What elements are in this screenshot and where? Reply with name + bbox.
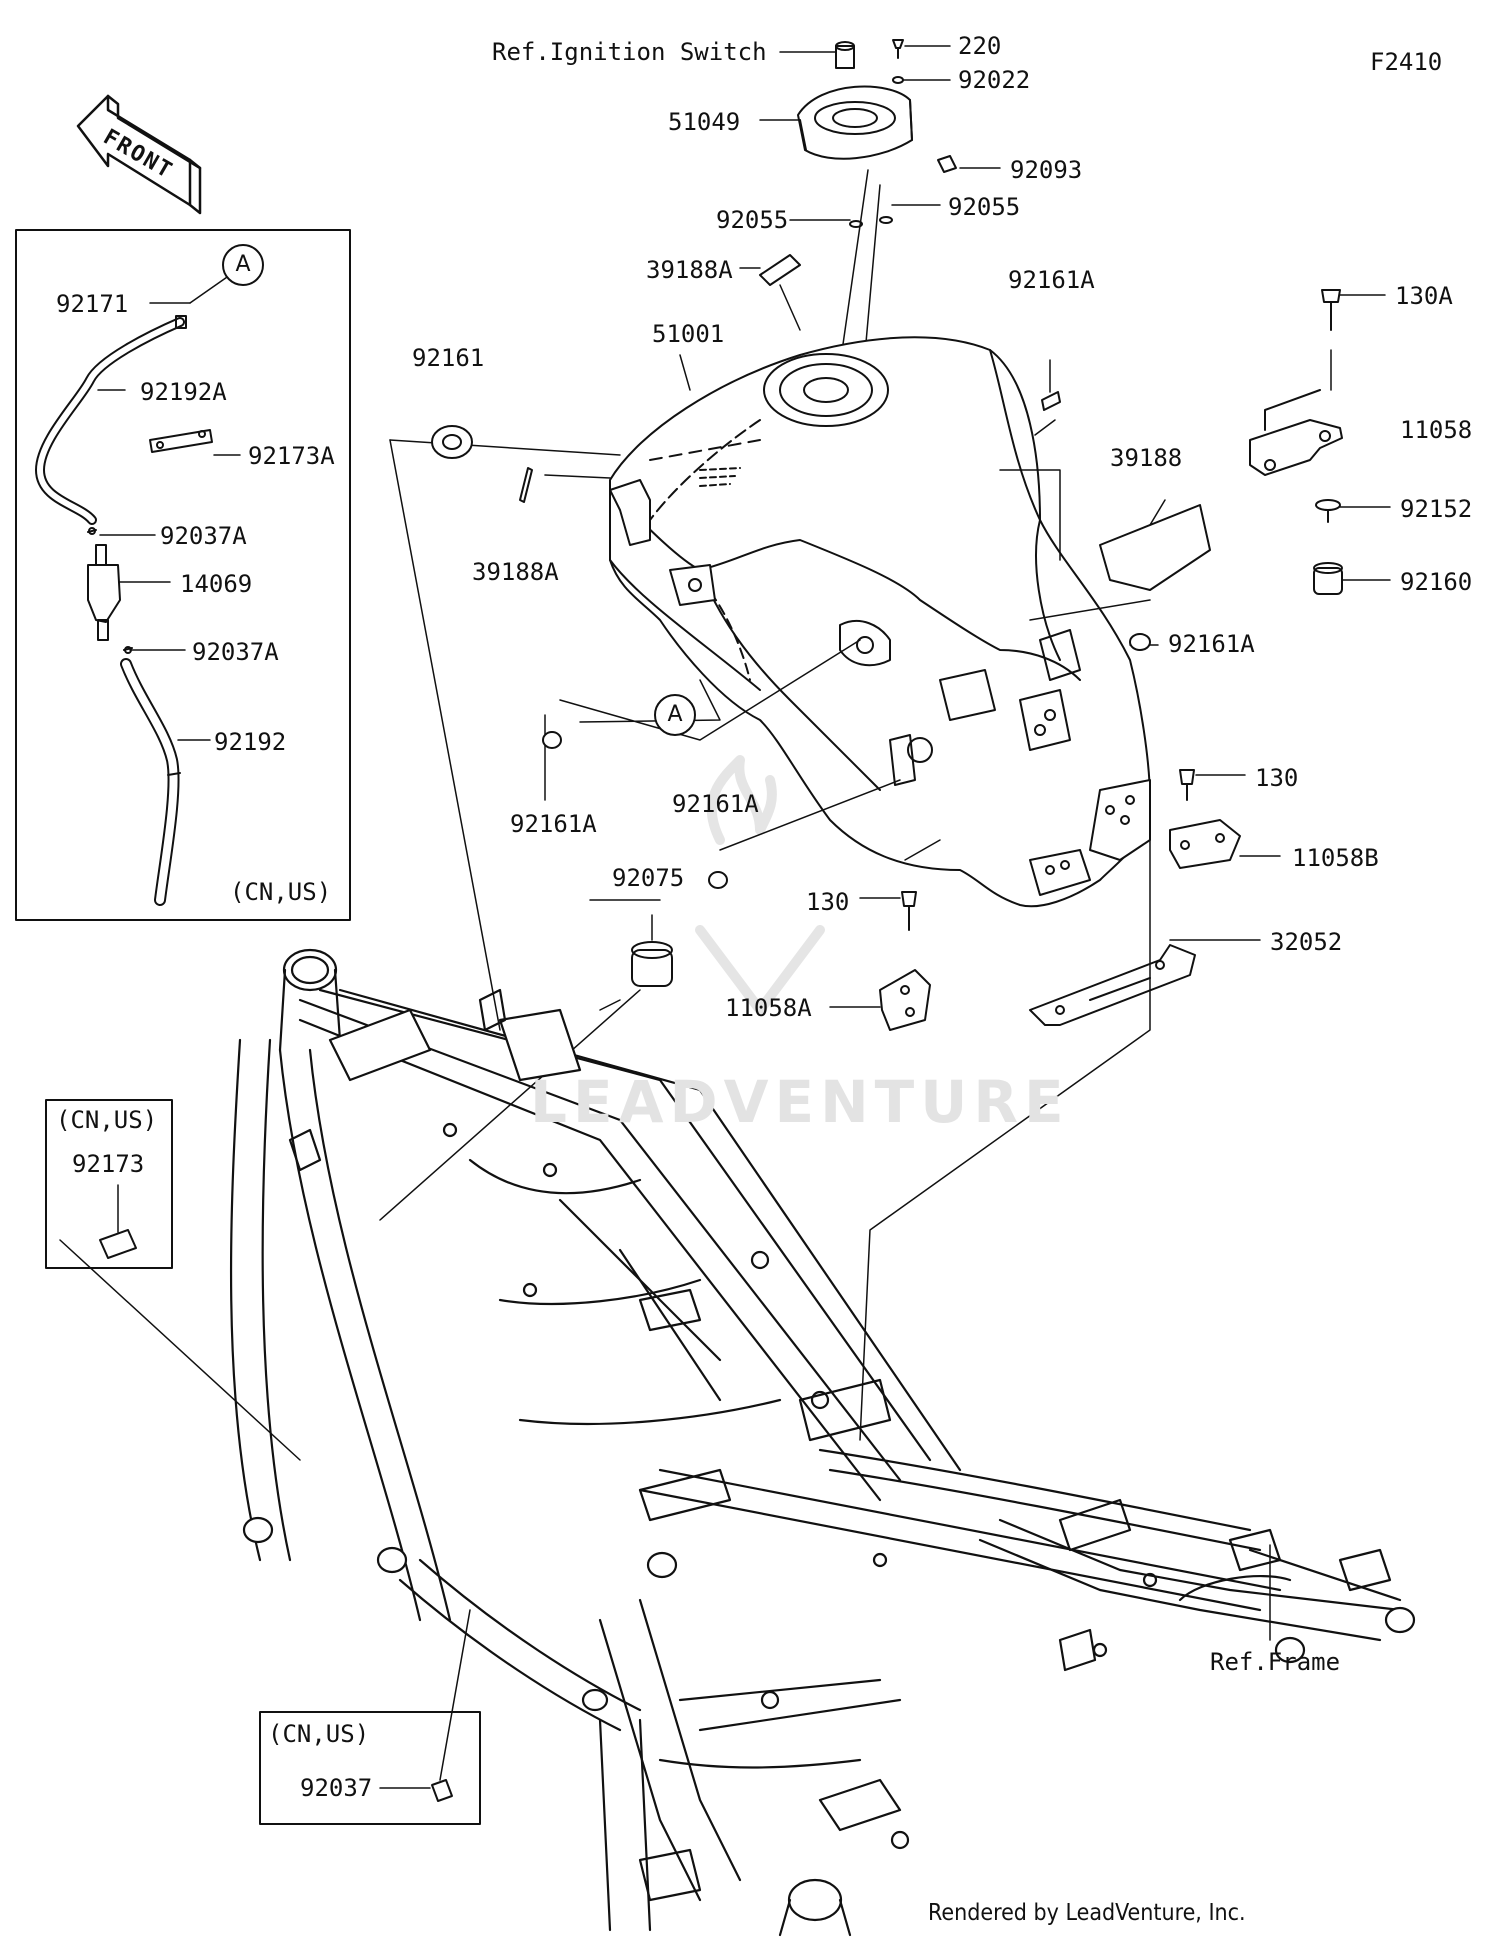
label-92152: 92152 <box>1400 495 1473 523</box>
label-92161A-left: 92161A <box>510 810 597 838</box>
decal-39188A-top <box>739 254 801 331</box>
label-92037A-1: 92037A <box>160 522 247 550</box>
decal-39188A-left <box>519 467 533 503</box>
washers-92055 <box>789 204 941 228</box>
label-39188A-left: 39188A <box>472 558 559 586</box>
label-92192: 92192 <box>214 728 287 756</box>
bolt-130-mid <box>859 891 917 931</box>
inset-92037 <box>259 1711 481 1825</box>
circle-marker-a-tank: A <box>654 694 696 736</box>
clip-92161A-top <box>1041 359 1061 411</box>
label-11058: 11058 <box>1400 416 1473 444</box>
ref-frame-label: Ref.Frame <box>1210 1648 1341 1676</box>
label-92037A-2: 92037A <box>192 638 279 666</box>
nut-92093 <box>937 155 1001 173</box>
bracket-11058A <box>829 969 931 1031</box>
damper-92160 <box>1313 562 1391 595</box>
label-92161A-top: 92161A <box>1008 266 1095 294</box>
figure-code: F2410 <box>1370 48 1443 76</box>
label-11058B: 11058B <box>1292 844 1379 872</box>
ref-ignition-switch-label: Ref.Ignition Switch <box>492 38 767 66</box>
clip-92173 <box>99 1184 137 1259</box>
ignition-cover <box>797 85 913 160</box>
label-39188A-top: 39188A <box>646 256 733 284</box>
bracket-11058 <box>1249 389 1343 476</box>
bracket-11058B <box>1169 819 1281 869</box>
label-92022: 92022 <box>958 66 1031 94</box>
label-130-mid: 130 <box>806 888 850 916</box>
label-92037: 92037 <box>300 1774 373 1802</box>
bolt-130-right <box>1179 769 1246 801</box>
label-92093: 92093 <box>1010 156 1083 184</box>
label-92161A-mid: 92161A <box>672 790 759 818</box>
label-92171: 92171 <box>56 290 129 318</box>
label-92173: 92173 <box>72 1150 145 1178</box>
hose-leader-lines <box>97 274 241 741</box>
hose-assembly <box>35 315 213 906</box>
decal-39188 <box>1099 499 1211 591</box>
footer-credit: Rendered by LeadVenture, Inc. <box>928 1900 1246 1926</box>
region-note-hose: (CN,US) <box>230 878 332 906</box>
label-32052: 32052 <box>1270 928 1343 956</box>
label-39188: 39188 <box>1110 444 1183 472</box>
inset-92173 <box>45 1099 173 1269</box>
label-92075: 92075 <box>612 864 685 892</box>
bolt-220 <box>892 39 951 59</box>
label-14069: 14069 <box>180 570 253 598</box>
bracket-32052 <box>1029 939 1261 1026</box>
label-11058A: 11058A <box>725 994 812 1022</box>
watermark-logo <box>695 755 825 1015</box>
hose-inset-box <box>15 229 351 921</box>
bolt-130A <box>1321 289 1386 391</box>
label-51049: 51049 <box>668 108 741 136</box>
label-92055-left: 92055 <box>716 206 789 234</box>
region-note-92173: (CN,US) <box>56 1106 158 1134</box>
label-92161A-right: 92161A <box>1168 630 1255 658</box>
label-130A: 130A <box>1395 282 1453 310</box>
damper-92075 <box>631 914 673 987</box>
ignition-switch-part <box>779 41 855 69</box>
grommet-92161 <box>431 425 473 459</box>
label-92192A: 92192A <box>140 378 227 406</box>
label-92161: 92161 <box>412 344 485 372</box>
motorcycle-frame <box>229 948 1416 1937</box>
region-note-92037: (CN,US) <box>268 1720 370 1748</box>
label-92160: 92160 <box>1400 568 1473 596</box>
front-arrow-icon <box>76 94 202 215</box>
fuel-tank <box>609 336 1151 908</box>
washer-92022 <box>892 76 951 84</box>
label-51001: 51001 <box>652 320 725 348</box>
grommets-92161A <box>542 731 728 889</box>
grommet-92161A-right <box>1129 633 1151 651</box>
label-92173A: 92173A <box>248 442 335 470</box>
watermark-text: LEADVENTURE <box>530 1068 1070 1136</box>
collar-92152 <box>1315 499 1391 523</box>
circle-marker-a-top: A <box>222 244 264 286</box>
label-92055-right: 92055 <box>948 193 1021 221</box>
label-130-right: 130 <box>1255 764 1299 792</box>
clamp-92037 <box>379 1779 453 1802</box>
label-220: 220 <box>958 32 1002 60</box>
